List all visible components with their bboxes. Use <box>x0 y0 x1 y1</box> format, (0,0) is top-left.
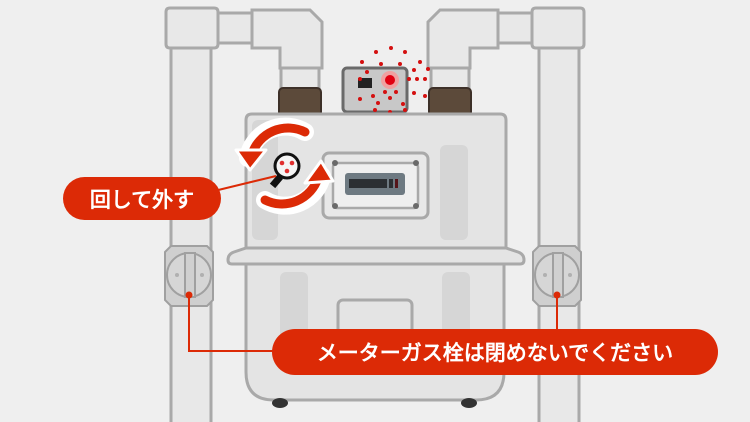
valve-warning-label: メーターガス栓は閉めないでください <box>317 341 673 365</box>
right-foot <box>461 398 477 408</box>
valve-warning-callout: メーターガス栓は閉めないでください <box>272 329 718 375</box>
leader-lines <box>188 175 558 352</box>
shutoff-sensor-box <box>341 46 430 114</box>
left-pipe <box>164 6 324 422</box>
left-foot <box>272 398 288 408</box>
blinking-dots <box>358 46 430 114</box>
meter-display <box>321 151 430 220</box>
right-union-nut <box>428 87 472 117</box>
remove-instruction-label: 回して外す <box>90 188 194 212</box>
right-meter-valve <box>532 245 582 307</box>
test-cap-icon <box>269 152 301 189</box>
rotate-arrows-icon <box>234 117 335 215</box>
left-union-nut <box>278 87 322 117</box>
alert-lamp-icon <box>385 75 395 85</box>
remove-instruction-callout: 回して外す <box>63 177 221 220</box>
left-meter-valve <box>164 245 214 307</box>
